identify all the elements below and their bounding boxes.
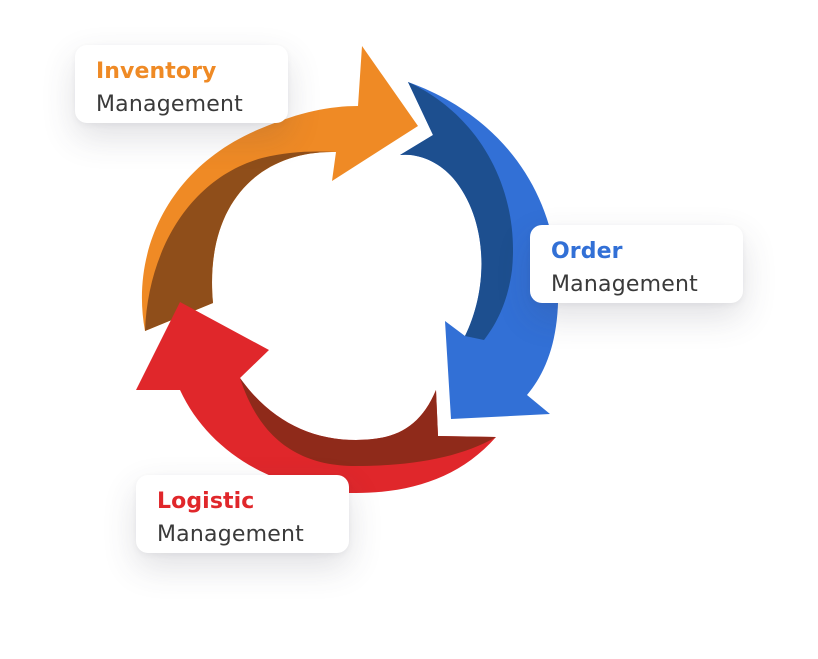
inventory-arrow-inner — [145, 151, 336, 331]
logistic-management-card: Logistic Management — [136, 475, 349, 553]
logistic-arrow-inner — [240, 378, 496, 466]
logistic-arrow — [136, 302, 496, 493]
inventory-management-card: Inventory Management — [75, 45, 288, 123]
logistic-subtitle: Management — [157, 522, 304, 547]
order-title: Order — [551, 239, 623, 264]
inventory-title: Inventory — [96, 59, 217, 84]
order-management-card: Order Management — [530, 225, 743, 303]
inventory-arrow — [141, 46, 418, 331]
logistic-title: Logistic — [157, 489, 255, 514]
order-arrow-inner — [400, 82, 514, 340]
order-arrow-body — [400, 82, 559, 419]
logistic-arrow-body — [136, 302, 496, 493]
order-subtitle: Management — [551, 272, 698, 297]
inventory-subtitle: Management — [96, 92, 243, 117]
order-arrow — [400, 82, 559, 419]
